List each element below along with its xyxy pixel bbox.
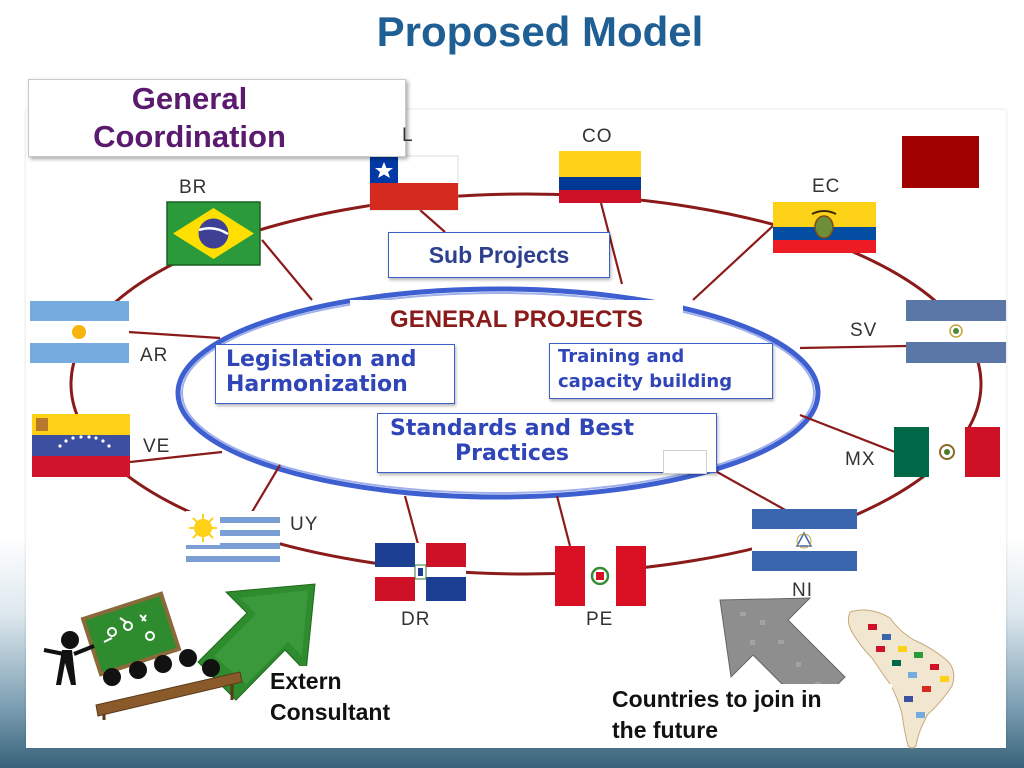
future-countries-label: Countries to join in the future (612, 684, 892, 746)
country-label-dr: DR (401, 609, 431, 630)
mexico-flag-icon (894, 427, 1000, 477)
extern-consultant-line2: Consultant (270, 699, 391, 725)
legislation-box: Legislation and Harmonization (215, 344, 455, 404)
connector-pe (555, 495, 572, 547)
extern-consultant-label: Extern Consultant (270, 666, 420, 728)
training-box: Training and capacity building (549, 343, 773, 399)
general-projects-label: GENERAL PROJECTS (350, 300, 683, 340)
general-coordination-box: General Coordination (28, 79, 406, 157)
country-label-ve: VE (143, 436, 171, 457)
legislation-line1: Legislation and (226, 347, 417, 372)
standards-line1: Standards and Best (389, 416, 635, 441)
country-label-uy: UY (290, 514, 319, 535)
argentina-flag-icon (30, 301, 129, 363)
extern-consultant-line1: Extern (270, 668, 342, 694)
venezuela-flag-icon (32, 414, 130, 477)
country-label-sv: SV (850, 320, 878, 341)
standards-box: Standards and Best Practices (377, 413, 717, 473)
outer-ring (69, 192, 983, 576)
connector-cl (419, 209, 446, 233)
latin-america-map-icon (847, 609, 955, 749)
classroom-icon (43, 591, 243, 720)
connector-uy (251, 464, 281, 513)
general-coordination-line1: General (131, 81, 248, 116)
connector-sv (799, 344, 907, 350)
page-title: Proposed Model (376, 8, 704, 55)
future-countries-line2: the future (612, 717, 719, 743)
country-label-ec: EC (812, 176, 841, 197)
country-label-pe: PE (586, 609, 614, 630)
training-line1: Training and (558, 346, 685, 367)
connectors (127, 202, 907, 547)
el-salvador-flag-icon (906, 300, 1006, 363)
country-label-cl: L (402, 125, 414, 146)
country-label-mx: MX (845, 449, 876, 470)
country-label-br: BR (179, 177, 208, 198)
ecuador-flag-icon (773, 202, 876, 253)
connector-ar (127, 330, 221, 340)
nicaragua-flag-icon (752, 509, 857, 571)
dominican-republic-flag-icon (375, 543, 466, 601)
connector-mx (799, 413, 896, 454)
country-label-ni: NI (792, 580, 813, 601)
connector-ni (709, 467, 797, 517)
connector-co (599, 202, 624, 285)
country-label-co: CO (582, 126, 613, 147)
legislation-line2: Harmonization (226, 372, 408, 397)
training-line2: capacity building (558, 371, 733, 392)
sub-projects-box: Sub Projects (388, 232, 610, 278)
peru-flag-icon (555, 546, 646, 606)
connector-br (261, 239, 313, 301)
future-countries-line1: Countries to join in (612, 686, 822, 712)
blank-box (663, 450, 707, 474)
connector-ve (129, 450, 223, 464)
standards-line2: Practices (455, 441, 569, 466)
future-country-flag-icon (902, 136, 979, 188)
chile-flag-icon (369, 155, 459, 211)
uruguay-flag-icon (186, 511, 280, 569)
general-coordination-line2: Coordination (93, 119, 286, 154)
colombia-flag-icon (559, 151, 641, 203)
brazil-flag-icon (166, 201, 261, 266)
connector-ec (692, 224, 775, 301)
connector-dr (403, 495, 420, 545)
country-label-ar: AR (140, 345, 169, 366)
